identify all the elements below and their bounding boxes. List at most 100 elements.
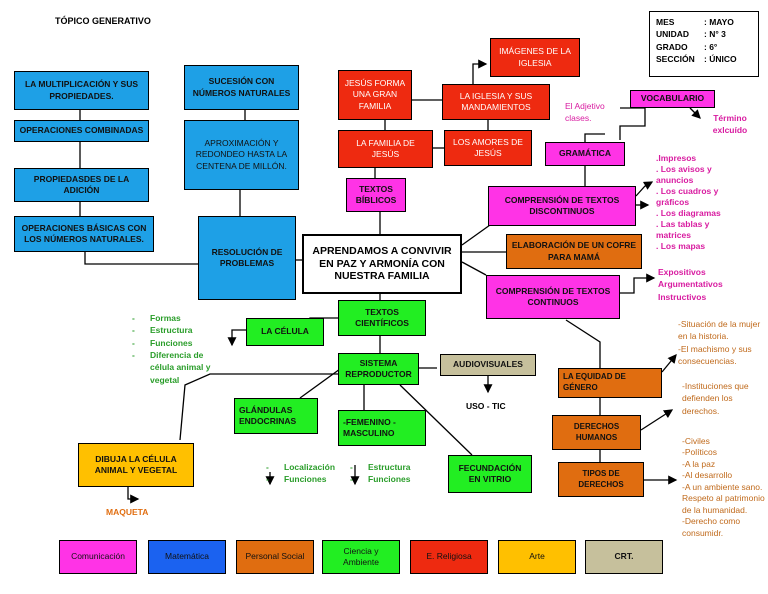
list-item: Instructivos bbox=[658, 291, 707, 302]
list-item-text: Localización bbox=[284, 462, 336, 472]
node-resolucion-problemas: RESOLUCIÓN DE PROBLEMAS bbox=[198, 216, 296, 300]
node-amores-jesus: LOS AMORES DE JESÚS bbox=[444, 130, 532, 166]
legend-religiosa: E. Religiosa bbox=[410, 540, 488, 574]
node-jesus-forma: JESÚS FORMA UNA GRAN FAMILIA bbox=[338, 70, 412, 120]
legend-ciencia-ambiente: Ciencia y Ambiente bbox=[322, 540, 400, 574]
node-dibuja-celula: DIBUJA LA CÉLULA ANIMAL Y VEGETAL bbox=[78, 443, 194, 487]
node-cofre-mama: ELABORACIÓN DE UN COFRE PARA MAMÁ bbox=[506, 234, 642, 269]
list-item: Argumentativos bbox=[658, 279, 723, 290]
text-maqueta: MAQUETA bbox=[106, 507, 149, 517]
list-femenino: -Estructura -Funciones bbox=[350, 461, 430, 486]
list-item: Expositivos bbox=[658, 267, 706, 277]
list-item: -Formas bbox=[132, 313, 181, 323]
list-item: -Civiles bbox=[682, 436, 710, 446]
central-theme-text: APRENDAMOS A CONVIVIR EN PAZ Y ARMONÍA C… bbox=[312, 245, 452, 283]
list-glandulas: -Localización -Funciones bbox=[266, 461, 346, 486]
node-imagenes-iglesia: IMÁGENES DE LA IGLESIA bbox=[490, 38, 580, 77]
list-item: . Los avisos y anuncios bbox=[656, 164, 712, 186]
legend-crt: CRT. bbox=[585, 540, 663, 574]
list-item: -Diferencia de célula animal y vegetal bbox=[132, 349, 211, 385]
node-textos-cientificos: TEXTOS CIENTÍFICOS bbox=[338, 300, 426, 336]
node-derechos-humanos: DERECHOS HUMANOS bbox=[552, 415, 641, 450]
node-fecundacion: FECUNDACIÓN EN VITRIO bbox=[448, 455, 532, 493]
text-uso-tic: USO - TIC bbox=[466, 401, 506, 411]
list-item-text: Funciones bbox=[284, 474, 327, 485]
list-item: -Funciones bbox=[350, 474, 411, 485]
node-tipos-derechos: TIPOS DE DERECHOS bbox=[558, 462, 644, 497]
list-item: . Los mapas bbox=[656, 241, 706, 252]
node-femenino-masculino: -FEMENINO -MASCULINO bbox=[338, 410, 426, 446]
list-derechos: -Instituciones que defienden los derecho… bbox=[682, 380, 764, 417]
list-item: . Las tablas y matrices bbox=[656, 219, 710, 241]
info-mes-label: MES bbox=[656, 17, 675, 27]
list-item: -Derecho como consumidr. bbox=[682, 516, 741, 538]
node-audiovisuales: AUDIOVISUALES bbox=[440, 354, 536, 376]
list-item-text: Estructura bbox=[150, 325, 193, 336]
node-la-celula: LA CÉLULA bbox=[246, 318, 324, 346]
node-vocabulario: VOCABULARIO bbox=[630, 90, 715, 108]
list-item-text: Diferencia de célula animal y vegetal bbox=[150, 349, 211, 385]
node-sucesion: SUCESIÓN CON NÚMEROS NATURALES bbox=[184, 65, 299, 110]
legend-comunicacion: Comunicación bbox=[59, 540, 137, 574]
info-unidad-value: : N° 3 bbox=[704, 29, 726, 40]
node-equidad-genero: LA EQUIDAD DE GÉNERO bbox=[558, 368, 662, 398]
list-item: . Los diagramas bbox=[656, 208, 721, 219]
list-tipos: -Civiles -Políticos -A la paz -Al desarr… bbox=[682, 436, 766, 539]
node-sistema-reproductor: SISTEMA REPRODUCTOR bbox=[338, 353, 419, 385]
list-item: -Situación de la mujer en la historia. bbox=[678, 319, 761, 342]
node-comprension-continuos: COMPRENSIÓN DE TEXTOS CONTINUOS bbox=[486, 275, 620, 319]
node-gramatica: GRAMÁTICA bbox=[545, 142, 625, 166]
info-unidad: UNIDAD : N° 3 bbox=[656, 28, 752, 40]
node-comprension-discontinuos: COMPRENSIÓN DE TEXTOS DISCONTINUOS bbox=[488, 186, 636, 226]
node-iglesia-mandamientos: LA IGLESIA Y SUS MANDAMIENTOS bbox=[442, 84, 550, 120]
list-item: -Localización bbox=[266, 462, 336, 472]
list-item: -Al desarrollo bbox=[682, 470, 733, 481]
info-grado: GRADO : 6° bbox=[656, 41, 752, 53]
list-item: -Políticos bbox=[682, 447, 717, 458]
list-item: -Funciones bbox=[266, 474, 327, 485]
list-item-text: Funciones bbox=[368, 474, 411, 485]
list-discontinuos: .Impresos . Los avisos y anuncios . Los … bbox=[656, 153, 736, 252]
info-box: MES : MAYO UNIDAD : N° 3 GRADO : 6° SECCIÓN… bbox=[649, 11, 759, 77]
list-item: -A la paz bbox=[682, 458, 716, 469]
list-item-text: Funciones bbox=[150, 337, 193, 348]
info-mes-value: : MAYO bbox=[704, 17, 734, 27]
info-seccion: SECCIÓN : ÚNICO bbox=[656, 53, 752, 65]
legend-matematica: Matemática bbox=[148, 540, 226, 574]
node-textos-biblicos: TEXTOS BÍBLICOS bbox=[346, 178, 406, 212]
list-item: .Impresos bbox=[656, 153, 697, 163]
node-aproximacion: APROXIMACIÓN Y REDONDEO HASTA LA CENTENA… bbox=[184, 120, 299, 190]
text-termino-excluido: Término exlcuído bbox=[712, 113, 748, 136]
info-seccion-label: SECCIÓN bbox=[656, 53, 695, 64]
node-familia-jesus: LA FAMILIA DE JESÚS bbox=[338, 130, 433, 168]
node-multiplicacion: LA MULTIPLICACIÓN Y SUS PROPIEDADES. bbox=[14, 71, 149, 110]
list-item-text: Formas bbox=[150, 313, 181, 323]
list-item: -A un ambiente sano. bbox=[682, 481, 763, 492]
info-seccion-value: : ÚNICO bbox=[704, 53, 737, 64]
legend-arte: Arte bbox=[498, 540, 576, 574]
list-item-text: Estructura bbox=[368, 462, 411, 472]
list-item: -Estructura bbox=[350, 462, 411, 472]
list-item: -Funciones bbox=[132, 337, 193, 348]
central-theme-box: APRENDAMOS A CONVIVIR EN PAZ Y ARMONÍA C… bbox=[302, 234, 462, 294]
list-item: -El machismo y sus consecuencias. bbox=[678, 343, 752, 366]
node-operaciones-basicas: OPERACIONES BÁSICAS CON LOS NÚMEROS NATU… bbox=[14, 216, 154, 252]
node-glandulas-endocrinas: GLÁNDULAS ENDOCRINAS bbox=[234, 398, 318, 434]
legend-personal-social: Personal Social bbox=[236, 540, 314, 574]
node-propiedades-adicion: PROPIEDASDES DE LA ADICIÓN bbox=[14, 168, 149, 202]
list-equidad: -Situación de la mujer en la historia. -… bbox=[678, 318, 768, 367]
list-item: . Los cuadros y gráficos bbox=[656, 186, 719, 208]
list-item: -Instituciones que defienden los derecho… bbox=[682, 381, 749, 416]
info-unidad-label: UNIDAD bbox=[656, 29, 690, 40]
info-grado-label: GRADO bbox=[656, 41, 688, 52]
list-celula: -Formas -Estructura -Funciones -Diferenc… bbox=[132, 312, 216, 386]
list-item: Respeto al patrimonio de la humanidad. bbox=[682, 493, 765, 515]
list-item: -Estructura bbox=[132, 325, 193, 336]
topico-generativo-title: TÓPICO GENERATIVO bbox=[55, 16, 151, 26]
info-mes: MES : MAYO bbox=[656, 16, 752, 28]
text-adjetivo: El Adjetivo clases. bbox=[565, 101, 605, 124]
list-continuos: Expositivos Argumentativos Instructivos bbox=[658, 266, 748, 303]
info-grado-value: : 6° bbox=[704, 41, 718, 52]
node-operaciones-combinadas: OPERACIONES COMBINADAS bbox=[14, 120, 149, 142]
